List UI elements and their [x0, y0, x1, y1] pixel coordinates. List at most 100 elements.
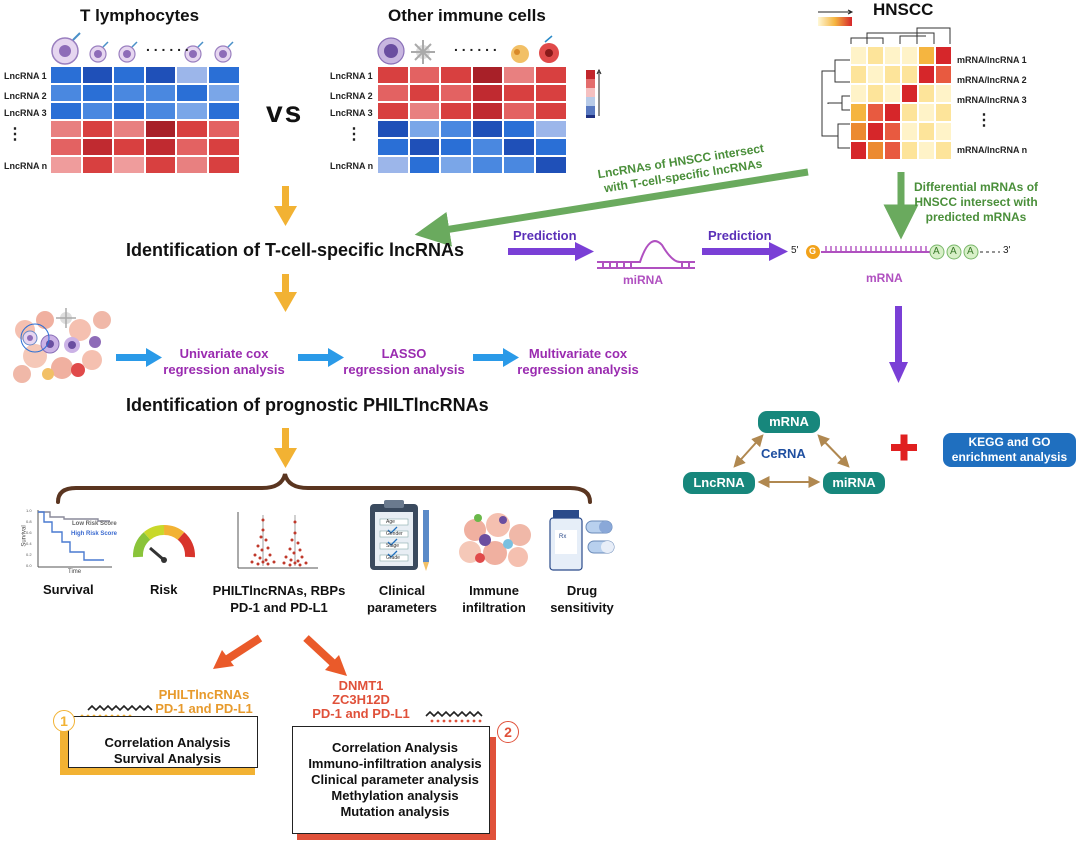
- heatmap-cell: [918, 65, 935, 84]
- heatmap-cell: [535, 156, 567, 174]
- box2-line: Correlation Analysis: [332, 740, 458, 755]
- heatmap-cell: [535, 84, 567, 102]
- outcome-philt-line: PHILTlncRNAs, RBPs: [212, 583, 346, 598]
- heatmap-cell: [503, 102, 535, 120]
- heatmap-cell: [901, 46, 918, 65]
- t-cell-icon: [118, 41, 138, 63]
- heatmap-cell: [867, 141, 884, 160]
- heatmap-cell: [503, 66, 535, 84]
- heatmap-cell: [377, 84, 409, 102]
- heatmap-cell: [935, 65, 952, 84]
- down-arrow-2: [274, 274, 297, 312]
- poly-a-label: A: [950, 246, 957, 257]
- cerna-mirna-node: miRNA: [823, 472, 885, 494]
- t-cell-icon: [89, 41, 109, 63]
- heatmap-cell: [850, 103, 867, 122]
- heatmap-cell: [867, 84, 884, 103]
- heatmap-cell: [81, 84, 114, 102]
- heatmap-cell: [440, 120, 472, 138]
- hnscc-heatmap: [850, 46, 952, 160]
- other-row-label: LncRNA n: [330, 161, 374, 171]
- prediction-arrow-1: [508, 242, 594, 261]
- heatmap-cell: [377, 156, 409, 174]
- heatmap-cell: [884, 103, 901, 122]
- heatmap-cell: [535, 138, 567, 156]
- other-row-label: LncRNA 3: [330, 108, 373, 118]
- heatmap-cell: [471, 120, 504, 138]
- heatmap-cell: [208, 66, 240, 84]
- t-cell-icon: [214, 41, 234, 63]
- heatmap-cell: [408, 120, 441, 138]
- heatmap-cell: [50, 84, 82, 102]
- heatmap-cell: [884, 122, 901, 141]
- down-arrow-purple: [889, 306, 908, 383]
- hnscc-row-label: mRNA/lncRNA 1: [957, 55, 1027, 65]
- heatmap-cell: [935, 103, 952, 122]
- kegg-go-box: KEGG and GO enrichment analysis: [943, 433, 1076, 467]
- heatmap-cell: [535, 66, 567, 84]
- box1-line: Correlation Analysis: [104, 735, 231, 750]
- heatmap-cell: [850, 122, 867, 141]
- heatmap-cell: [113, 156, 145, 174]
- heatmap-cell: [867, 46, 884, 65]
- box2-number-badge: 2: [497, 721, 519, 743]
- heatmap-cell: [176, 156, 208, 174]
- multivariate-step: Multivariate cox regression analysis: [509, 346, 647, 378]
- macrophage-icon: [377, 37, 405, 65]
- poly-a-label: A: [967, 246, 974, 257]
- differential-mrna-line: HNSCC intersect with: [914, 195, 1038, 209]
- t-cells-ellipsis: . . . . . .: [146, 38, 189, 54]
- box2-header-line: DNMT1: [338, 678, 384, 693]
- squiggle-line-1: [87, 704, 153, 712]
- mirna-label: miRNA: [623, 273, 664, 287]
- heatmap-cell: [918, 46, 935, 65]
- mirna-hairpin-icon: [597, 240, 695, 269]
- heatmap-cell: [408, 66, 441, 84]
- heatmap-cell: [850, 84, 867, 103]
- dot-plot-chart: [237, 512, 318, 569]
- heatmap-cell: [208, 102, 240, 120]
- survival-tick: 0.6: [26, 530, 32, 535]
- outcome-philt-line: PD-1 and PD-L1: [230, 600, 328, 615]
- box1-content: Correlation Analysis Survival Analysis: [75, 735, 260, 767]
- lasso-line: regression analysis: [343, 362, 465, 377]
- box2-line: Methylation analysis: [331, 788, 459, 803]
- t-lymphocyte-heatmap: [50, 66, 240, 174]
- other-cells-title: Other immune cells: [388, 6, 546, 25]
- heatmap-cell: [144, 102, 177, 120]
- heatmap-cell: [918, 122, 935, 141]
- heatmap-cell: [408, 156, 441, 174]
- heatmap-cell: [81, 102, 114, 120]
- heatmap-cell: [176, 102, 208, 120]
- heatmap-cell: [113, 102, 145, 120]
- differential-mrna-line: predicted mRNAs: [925, 210, 1027, 224]
- heatmap-cell: [535, 102, 567, 120]
- heatmap-cell: [208, 156, 240, 174]
- heatmap-cell: [81, 156, 114, 174]
- heatmap-cell: [867, 65, 884, 84]
- heatmap-cell: [440, 66, 472, 84]
- outcome-philt: PHILTlncRNAs, RBPs PD-1 and PD-L1: [210, 582, 348, 616]
- outcome-risk: Risk: [150, 582, 178, 597]
- other-cells-ellipsis: . . . . . .: [454, 38, 497, 54]
- heatmap-cell: [50, 102, 82, 120]
- heatmap-cell: [113, 84, 145, 102]
- hnscc-dendrogram: [821, 27, 951, 149]
- heatmap-cell: [884, 46, 901, 65]
- hnscc-row-label: ⋮: [976, 112, 992, 129]
- identify-prognostic-heading: Identification of prognostic PHILTlncRNA…: [126, 395, 489, 415]
- heatmap-cell: [144, 66, 177, 84]
- poly-a-label: A: [933, 246, 940, 257]
- heatmap-cell: [144, 138, 177, 156]
- survival-tick: 1.0: [26, 508, 32, 513]
- heatmap-cell: [901, 141, 918, 160]
- heatmap-cell: [935, 141, 952, 160]
- survival-curve-chart: [37, 510, 112, 568]
- down-arrow-1: [274, 186, 297, 226]
- survival-tick: 0.4: [26, 541, 32, 546]
- lasso-step: LASSO regression analysis: [336, 346, 472, 378]
- heatmap-cell: [208, 120, 240, 138]
- hnscc-title: HNSCC: [873, 0, 934, 19]
- outcome-clinical: Clinical parameters: [366, 582, 438, 616]
- heatmap-cell: [884, 141, 901, 160]
